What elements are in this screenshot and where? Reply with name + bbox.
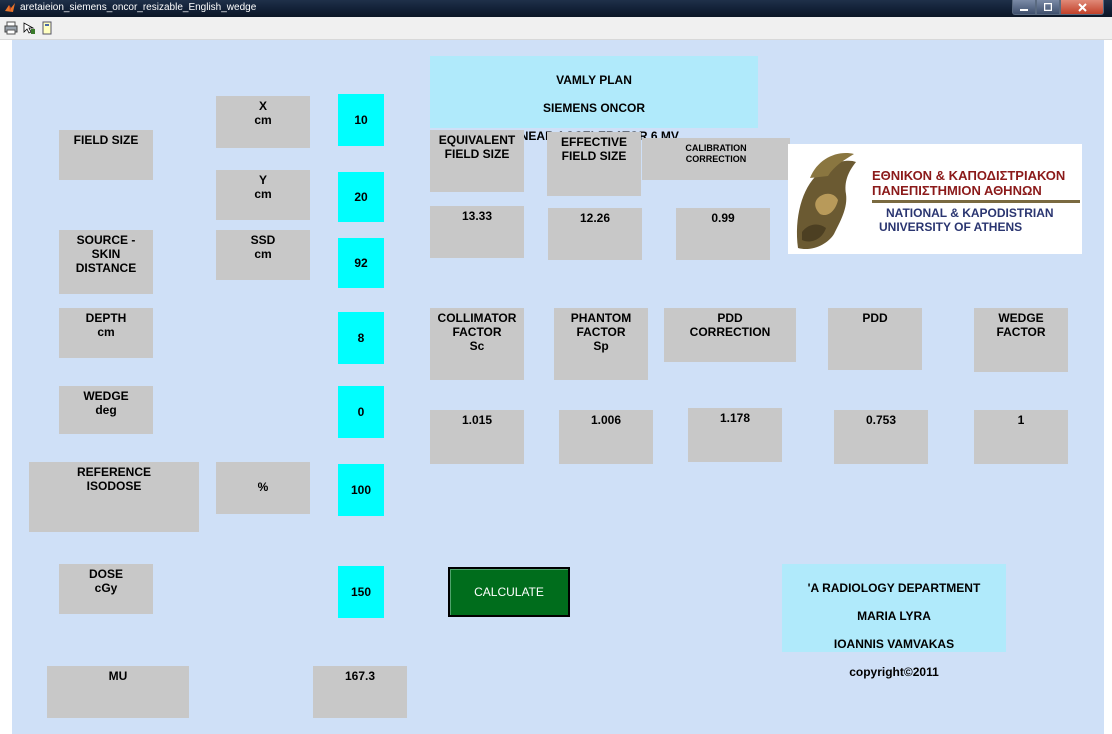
equivalent-field-size-value: 13.33 — [430, 206, 524, 258]
calibration-correction-label: CALIBRATION CORRECTION — [642, 138, 790, 180]
edit-plot-icon[interactable] — [22, 21, 36, 35]
effective-field-size-label: EFFECTIVE FIELD SIZE — [547, 132, 641, 196]
window-controls — [1012, 0, 1104, 16]
equivalent-field-size-label: EQUIVALENT FIELD SIZE — [430, 130, 524, 192]
depth-label: DEPTH cm — [59, 308, 153, 358]
header-line-2: SIEMENS ONCOR — [542, 101, 645, 115]
dose-label: DOSE cGy — [59, 564, 153, 614]
collimator-factor-label: COLLIMATOR FACTOR Sc — [430, 308, 524, 380]
credits-line-3: IOANNIS VAMVAKAS — [833, 637, 955, 651]
maximize-icon — [1044, 3, 1052, 11]
logo-greek-line-1: ΕΘΝΙΚΟΝ & ΚΑΠΟΔΙΣΤΡΙΑΚΟΝ — [872, 168, 1066, 183]
wedge-factor-label: WEDGE FACTOR — [974, 308, 1068, 372]
depth-input[interactable]: 8 — [338, 312, 384, 364]
minimize-button[interactable] — [1012, 0, 1036, 15]
credits-line-1: 'A RADIOLOGY DEPARTMENT — [807, 581, 981, 595]
x-input[interactable]: 10 — [338, 94, 384, 146]
matlab-icon — [5, 3, 15, 12]
field-size-label: FIELD SIZE — [59, 130, 153, 180]
university-logo: ΕΘΝΙΚΟΝ & ΚΑΠΟΔΙΣΤΡΙΑΚΟΝ ΠΑΝΕΠΙΣΤΗΜΙΟΝ Α… — [788, 144, 1082, 254]
phantom-factor-value: 1.006 — [559, 410, 653, 464]
app-header: VAMLY PLAN SIEMENS ONCOR LINEAR ACCELERA… — [430, 56, 758, 143]
ssd-input[interactable]: 92 — [338, 238, 384, 288]
logo-english-line-2: UNIVERSITY OF ATHENS — [879, 220, 1023, 234]
collimator-factor-value: 1.015 — [430, 410, 524, 464]
close-icon — [1077, 2, 1087, 12]
print-icon[interactable] — [4, 21, 18, 35]
calculate-button[interactable]: CALCULATE — [448, 567, 570, 617]
pdd-label: PDD — [828, 308, 922, 370]
percent-label: % — [216, 462, 310, 514]
gui-canvas: VAMLY PLAN SIEMENS ONCOR LINEAR ACCELERA… — [12, 40, 1104, 734]
header-line-1: VAMLY PLAN — [556, 73, 632, 87]
minimize-icon — [1020, 9, 1028, 11]
close-button[interactable] — [1060, 0, 1104, 15]
y-cm-label: Y cm — [216, 170, 310, 220]
credits-panel: 'A RADIOLOGY DEPARTMENT MARIA LYRA IOANN… — [782, 564, 1006, 679]
mu-label: MU — [47, 666, 189, 718]
credits-line-2: MARIA LYRA — [857, 609, 931, 623]
figure-toolbar — [0, 17, 1112, 40]
mu-value: 167.3 — [313, 666, 407, 718]
x-cm-label: X cm — [216, 96, 310, 148]
wedge-label: WEDGE deg — [59, 386, 153, 434]
logo-divider — [872, 200, 1080, 203]
y-input[interactable]: 20 — [338, 172, 384, 222]
pdd-correction-label: PDD CORRECTION — [664, 308, 796, 362]
window-titlebar: aretaieion_siemens_oncor_resizable_Engli… — [0, 0, 1112, 17]
ssd-cm-label: SSD cm — [216, 230, 310, 280]
phantom-factor-label: PHANTOM FACTOR Sp — [554, 308, 648, 380]
source-skin-distance-label: SOURCE - SKIN DISTANCE — [59, 230, 153, 294]
pdd-value: 0.753 — [834, 410, 928, 464]
athena-helmet-icon — [796, 153, 856, 250]
reference-isodose-label: REFERENCE ISODOSE — [29, 462, 199, 532]
figure-icon[interactable] — [40, 21, 54, 35]
logo-english-line-1: NATIONAL & KAPODISTRIAN — [886, 206, 1054, 220]
dose-input[interactable]: 150 — [338, 566, 384, 618]
effective-field-size-value: 12.26 — [548, 208, 642, 260]
credits-line-4: copyright©2011 — [849, 665, 939, 679]
logo-greek-line-2: ΠΑΝΕΠΙΣΤΗΜΙΟΝ ΑΘΗΝΩΝ — [872, 183, 1042, 198]
isodose-input[interactable]: 100 — [338, 464, 384, 516]
pdd-correction-value: 1.178 — [688, 408, 782, 462]
calibration-correction-value: 0.99 — [676, 208, 770, 260]
wedge-factor-value: 1 — [974, 410, 1068, 464]
wedge-input[interactable]: 0 — [338, 386, 384, 438]
maximize-button[interactable] — [1036, 0, 1060, 15]
window-title: aretaieion_siemens_oncor_resizable_Engli… — [20, 2, 257, 13]
